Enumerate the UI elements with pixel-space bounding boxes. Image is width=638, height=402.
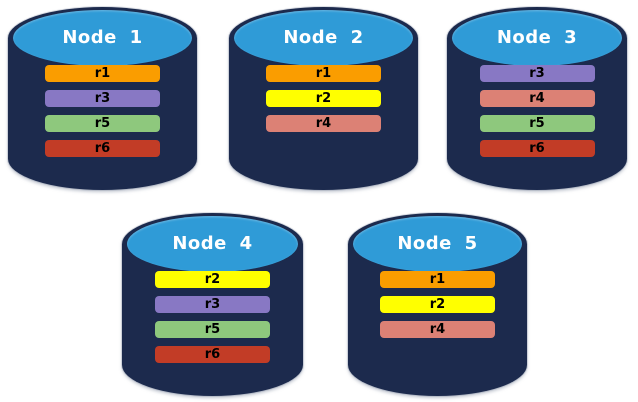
replica-bar-r1: r1 [380,271,495,288]
replica-list: r1 r3 r5 r6 [8,65,197,157]
cylinder-top-ellipse: Node 2 [234,10,413,66]
cylinder-top-ellipse: Node 3 [452,10,622,66]
node-label: Node 1 [62,26,143,48]
replica-bar-r5: r5 [479,115,595,132]
replica-bar-r6: r6 [155,346,270,363]
replica-bar-r4: r4 [380,321,495,338]
replica-list: r1 r2 r4 [229,65,418,132]
replica-bar-r5: r5 [155,321,270,338]
database-node-3: Node 3 r3 r4 r5 r6 [447,7,627,190]
replica-bar-r1: r1 [266,65,381,82]
replica-bar-r6: r6 [45,140,160,157]
replica-list: r1 r2 r4 [348,271,527,338]
replica-bar-r6: r6 [479,140,595,157]
replica-bar-r3: r3 [479,65,595,82]
replica-bar-r4: r4 [479,90,595,107]
replica-bar-r3: r3 [45,90,160,107]
replica-list: r2 r3 r5 r6 [122,271,303,363]
node-label: Node 4 [172,232,253,254]
node-label: Node 2 [283,26,364,48]
replica-bar-r1: r1 [45,65,160,82]
replica-bar-r4: r4 [266,115,381,132]
replica-bar-r2: r2 [266,90,381,107]
node-label: Node 5 [397,232,478,254]
database-node-5: Node 5 r1 r2 r4 [348,213,527,396]
cylinder-top-ellipse: Node 1 [13,10,192,66]
replica-bar-r5: r5 [45,115,160,132]
replica-bar-r2: r2 [380,296,495,313]
database-node-2: Node 2 r1 r2 r4 [229,7,418,190]
replica-bar-r2: r2 [155,271,270,288]
database-node-1: Node 1 r1 r3 r5 r6 [8,7,197,190]
database-node-4: Node 4 r2 r3 r5 r6 [122,213,303,396]
cylinder-top-ellipse: Node 4 [127,216,298,272]
replica-bar-r3: r3 [155,296,270,313]
node-label: Node 3 [496,26,578,48]
cylinder-top-ellipse: Node 5 [353,216,522,272]
replica-list: r3 r4 r5 r6 [447,65,627,157]
